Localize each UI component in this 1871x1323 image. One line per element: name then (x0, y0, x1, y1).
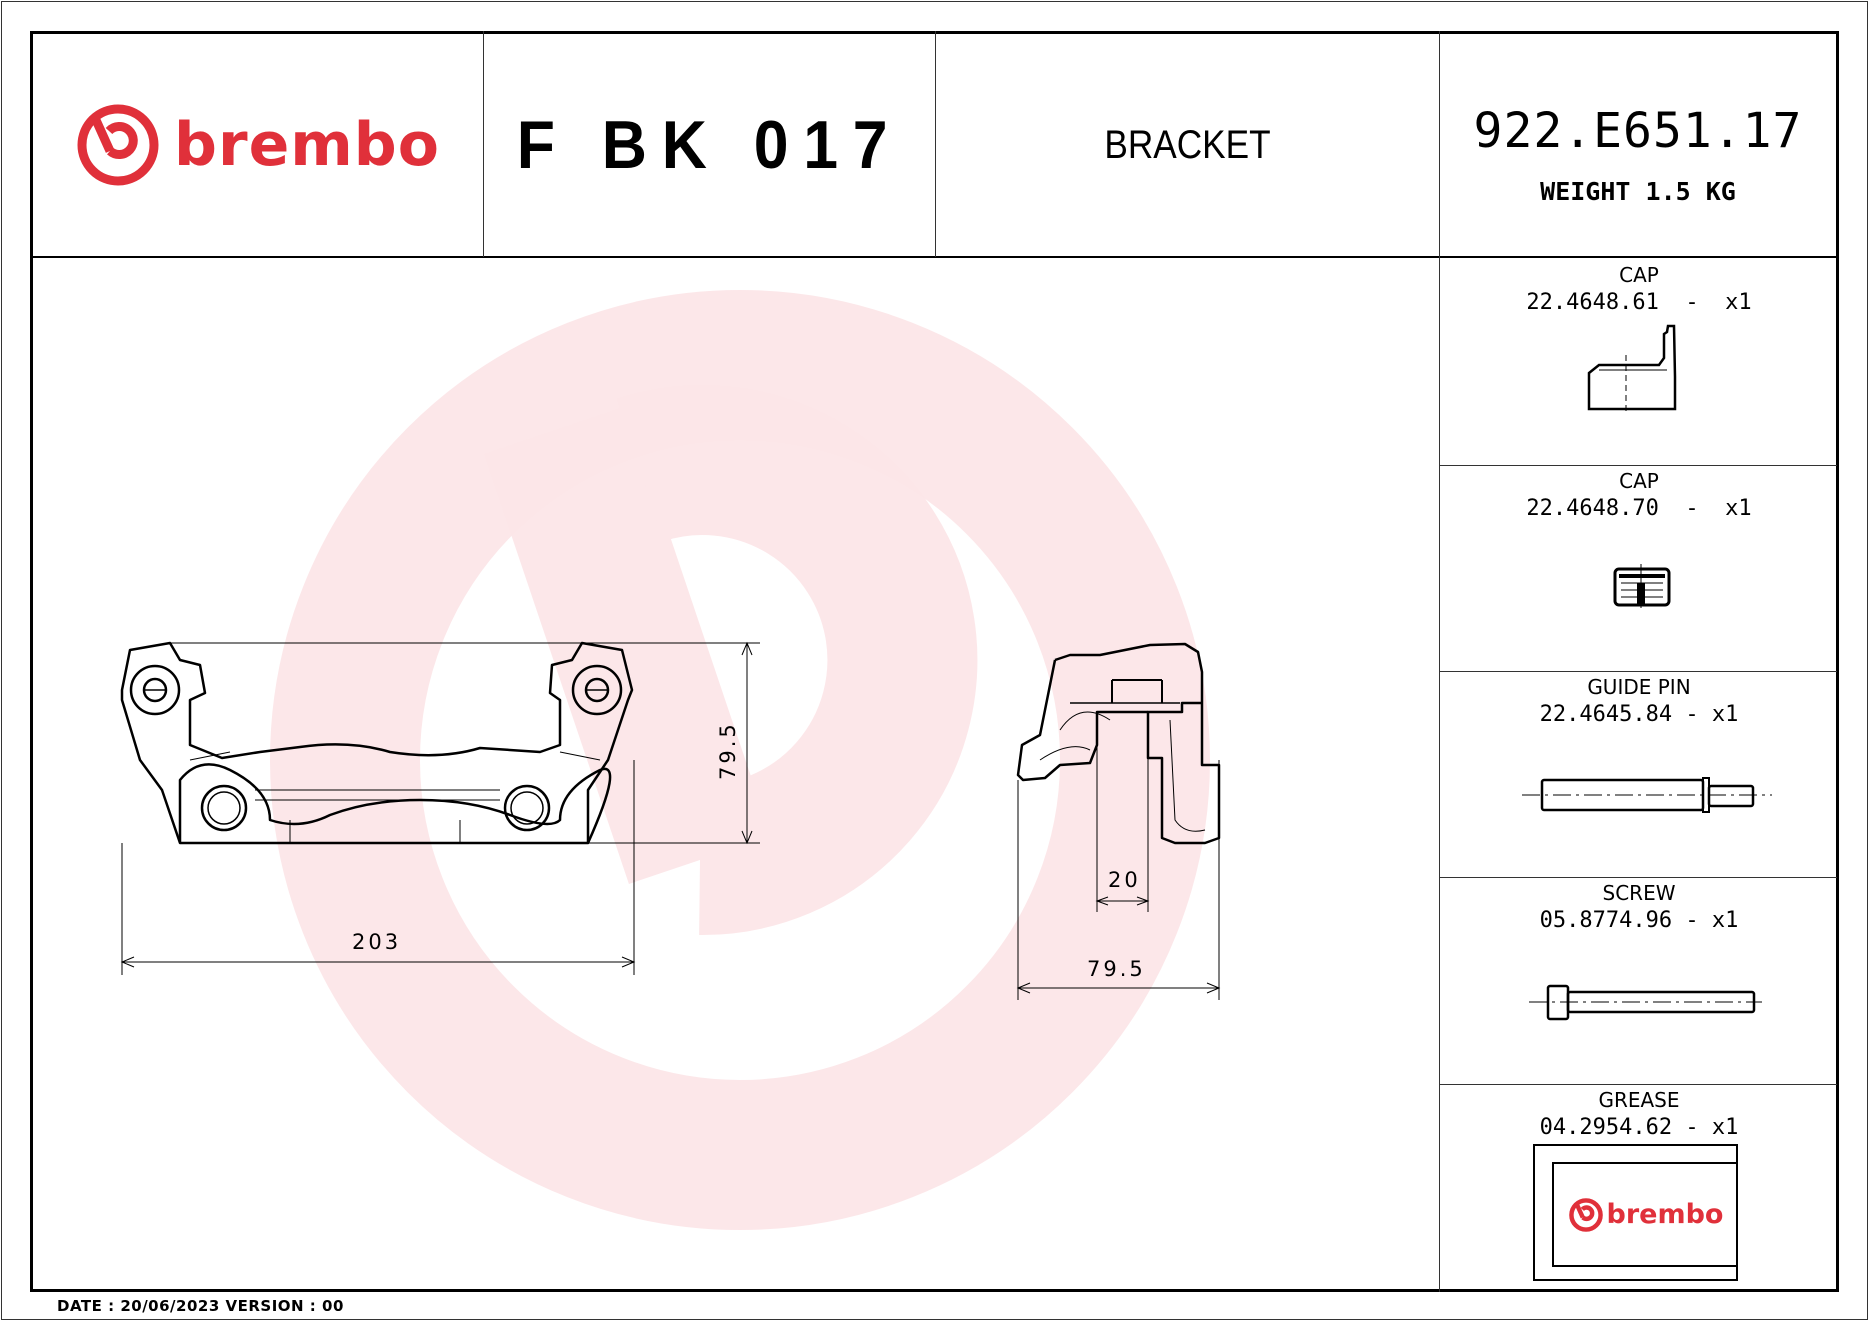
screw-icon (1529, 984, 1762, 1021)
weight-label: WEIGHT 1.5 KG (1540, 176, 1736, 206)
dimension-inner: 20 (1108, 868, 1141, 892)
cap-plug-icon (1613, 564, 1671, 608)
divider (1440, 465, 1837, 466)
brembo-disc-icon (1568, 1197, 1603, 1232)
part-number-cell: 922.E651.17 WEIGHT 1.5 KG (1440, 34, 1836, 256)
guide-pin-icon (1522, 777, 1772, 813)
product-name: BRACKET (1104, 122, 1271, 167)
bracket-front-view (120, 641, 634, 845)
drawing-sheet (30, 31, 1839, 1292)
bracket-side-view (1016, 642, 1221, 845)
kit-item: GUIDE PIN 22.4645.84 - x1 (1442, 674, 1836, 877)
date-version-footer: DATE : 20/06/2023 VERSION : 00 (57, 1297, 344, 1315)
kit-column-divider (1439, 31, 1440, 1292)
brand-logo: brembo (33, 34, 483, 256)
kit-item-name: GREASE (1598, 1088, 1680, 1112)
kit-item-code: 22.4648.70 - x1 (1526, 496, 1752, 521)
kit-item-name: CAP (1619, 263, 1659, 287)
kit-item: CAP 22.4648.61 - x1 (1442, 262, 1836, 465)
divider (483, 31, 484, 257)
kit-item-code: 22.4645.84 - x1 (1539, 702, 1739, 727)
divider (1440, 877, 1837, 878)
divider (1440, 671, 1837, 672)
cap-angled-icon (1587, 324, 1677, 414)
kit-item: SCREW 05.8774.96 - x1 (1442, 880, 1836, 1083)
grease-brand-label: brembo (1606, 1199, 1724, 1230)
kit-item-code: 22.4648.61 - x1 (1526, 290, 1752, 315)
kit-item-name: GUIDE PIN (1587, 675, 1691, 699)
brand-wordmark: brembo (174, 110, 440, 180)
divider (935, 31, 936, 257)
product-code-cell: F BK 017 (484, 34, 935, 256)
header-divider (30, 256, 1839, 258)
dimension-width: 203 (352, 930, 402, 954)
dimension-height: 79.5 (716, 721, 740, 780)
kit-item-name: SCREW (1602, 881, 1676, 905)
part-number: 922.E651.17 (1473, 102, 1803, 159)
kit-item-name: CAP (1619, 469, 1659, 493)
grease-pack-icon: brembo (1533, 1144, 1738, 1281)
divider (1440, 1084, 1837, 1085)
kit-item-code: 04.2954.62 - x1 (1539, 1115, 1739, 1140)
brembo-disc-icon (77, 104, 159, 186)
kit-item: CAP 22.4648.70 - x1 (1442, 468, 1836, 671)
dimension-lines (120, 641, 1221, 1000)
product-code: F BK 017 (516, 107, 903, 183)
kit-item: GREASE 04.2954.62 - x1 brembo (1442, 1087, 1836, 1290)
kit-item-code: 05.8774.96 - x1 (1539, 908, 1739, 933)
product-name-cell: BRACKET (936, 34, 1439, 256)
dimension-depth: 79.5 (1087, 957, 1146, 981)
